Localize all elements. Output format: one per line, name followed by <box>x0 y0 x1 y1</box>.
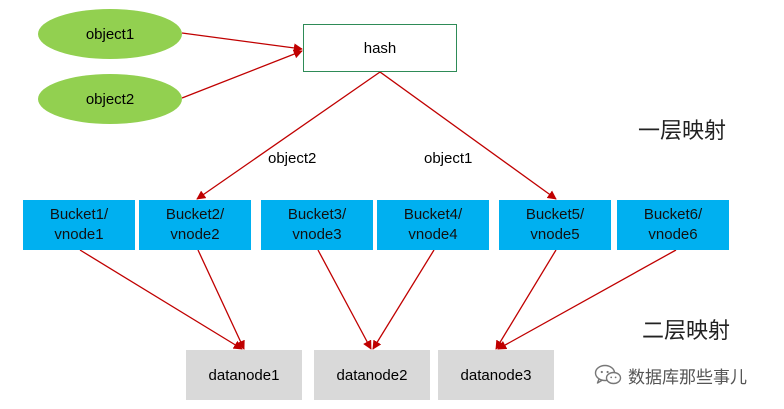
bucket5-line1: Bucket5/ <box>525 206 585 223</box>
arrow-bucket5-to-datanode3 <box>495 249 557 350</box>
bucket6-node: Bucket6/ vnode6 <box>617 200 729 250</box>
bucket5-node: Bucket5/ vnode5 <box>499 200 611 250</box>
watermark-text: 数据库那些事儿 <box>628 367 747 388</box>
bucket5-line2: vnode5 <box>530 226 580 243</box>
bucket4-line1: Bucket4/ <box>403 206 463 223</box>
wechat-icon <box>594 364 622 385</box>
datanode2-node: datanode2 <box>314 350 430 400</box>
arrow-object2-to-hash <box>181 49 303 99</box>
hash-label: hash <box>363 39 397 57</box>
bucket6-line1: Bucket6/ <box>643 206 703 223</box>
datanode1-node: datanode1 <box>186 350 302 400</box>
datanode3-label: datanode3 <box>460 366 532 384</box>
first-layer-mapping-label: 一层映射 <box>638 119 727 144</box>
bucket2-node: Bucket2/ vnode2 <box>139 200 251 250</box>
datanode1-label: datanode1 <box>208 366 280 384</box>
datanode3-node: datanode3 <box>438 350 554 400</box>
object2-label: object2 <box>85 90 135 108</box>
bucket3-node: Bucket3/ vnode3 <box>261 200 373 250</box>
bucket4-node: Bucket4/ vnode4 <box>377 200 489 250</box>
arrow-hash-to-bucket2 <box>196 71 381 200</box>
watermark: 数据库那些事儿 <box>594 360 747 390</box>
arrow-bucket1-to-datanode1 <box>79 249 243 350</box>
bucket3-line2: vnode3 <box>292 226 342 243</box>
edge-label-object1: object1 <box>424 150 473 167</box>
bucket3-line1: Bucket3/ <box>287 206 347 223</box>
arrow-bucket2-to-datanode1 <box>197 249 245 350</box>
bucket1-node: Bucket1/ vnode1 <box>23 200 135 250</box>
bucket1-line1: Bucket1/ <box>49 206 109 223</box>
bucket1-line2: vnode1 <box>54 226 104 243</box>
object1-node: object1 <box>38 9 182 59</box>
second-layer-mapping-label: 二层映射 <box>642 319 731 344</box>
object2-node: object2 <box>38 74 182 124</box>
arrow-object1-to-hash <box>181 32 303 53</box>
arrow-bucket4-to-datanode2 <box>372 249 435 350</box>
edge-label-object2: object2 <box>268 150 317 167</box>
bucket6-line2: vnode6 <box>648 226 698 243</box>
bucket2-line2: vnode2 <box>170 226 220 243</box>
object1-label: object1 <box>85 25 135 43</box>
arrow-bucket6-to-datanode3 <box>497 249 677 350</box>
arrow-bucket3-to-datanode2 <box>317 249 372 350</box>
datanode2-label: datanode2 <box>336 366 408 384</box>
bucket2-line1: Bucket2/ <box>165 206 225 223</box>
bucket4-line2: vnode4 <box>408 226 458 243</box>
hash-node: hash <box>303 24 457 72</box>
arrow-hash-to-bucket5 <box>379 71 557 200</box>
